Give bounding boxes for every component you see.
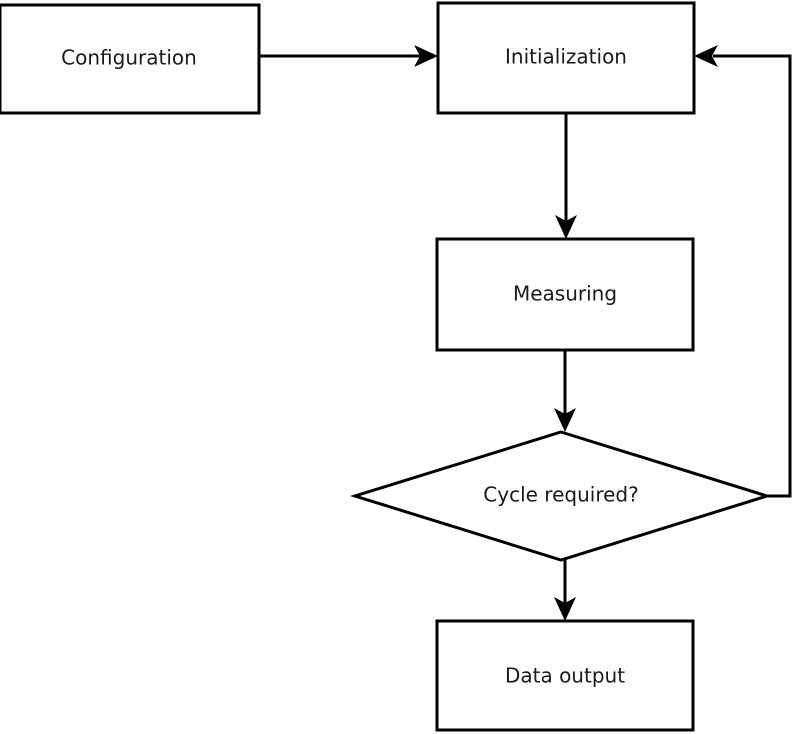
node-diamond[interactable] [349, 430, 773, 562]
node-data-output[interactable]: Data output [435, 619, 695, 732]
arrowhead-left-icon [694, 45, 718, 67]
edge-initialization-to-measuring [555, 113, 577, 239]
edge-line [713, 54, 792, 498]
node-measuring[interactable]: Measuring [435, 237, 695, 352]
node-label-initialization: Initialization [505, 45, 627, 69]
node-rectangle[interactable] [0, 3, 261, 115]
node-initialization[interactable]: Initialization [436, 1, 696, 115]
node-label-data-output: Data output [505, 664, 625, 688]
node-rectangle[interactable] [435, 237, 695, 352]
node-label-configuration: Configuration [61, 46, 197, 70]
node-rectangle[interactable] [436, 1, 696, 115]
node-label-measuring: Measuring [513, 282, 617, 306]
edge-cycle-required-to-initialization [694, 45, 792, 498]
edge-measuring-to-cycle-required [554, 350, 576, 432]
arrowhead-down-icon [555, 215, 577, 239]
node-label-cycle-required: Cycle required? [483, 483, 638, 507]
node-cycle-required[interactable]: Cycle required? [349, 430, 773, 562]
arrowhead-down-icon [554, 597, 576, 621]
node-rectangle[interactable] [435, 619, 695, 732]
arrowhead-down-icon [554, 408, 576, 432]
edge-cycle-required-to-data-output [554, 560, 576, 621]
edge-configuration-to-initialization [259, 45, 438, 67]
arrowhead-right-icon [414, 45, 438, 67]
node-configuration[interactable]: Configuration [0, 3, 261, 115]
